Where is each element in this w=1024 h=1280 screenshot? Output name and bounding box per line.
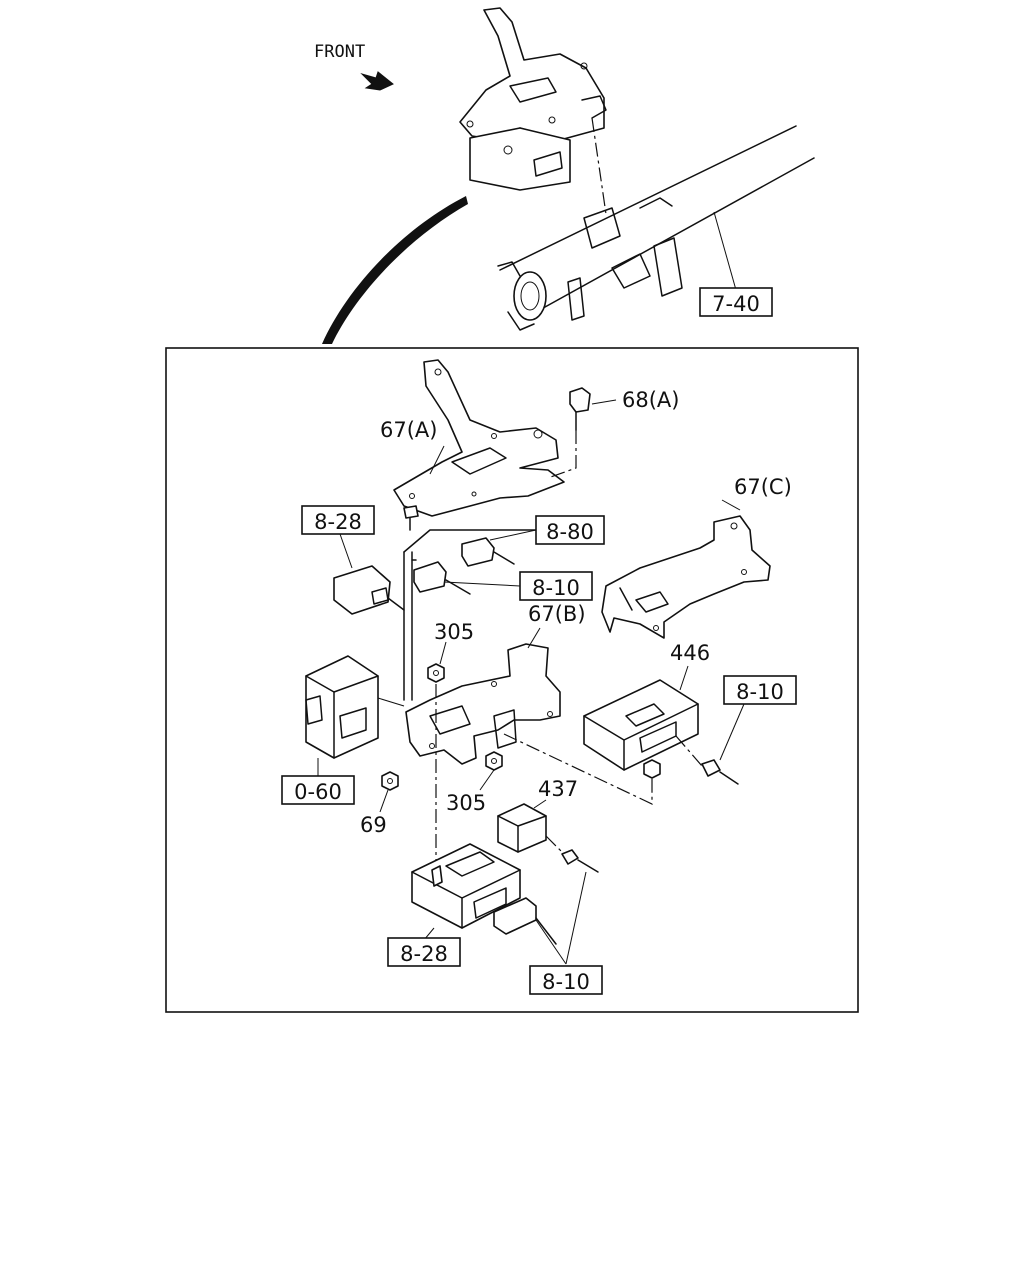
ref-box-0-60 xyxy=(281,775,355,805)
ref-box-8-80 xyxy=(535,515,605,545)
cross-beam xyxy=(497,125,815,331)
callout-446: 446 xyxy=(670,641,710,665)
ref-box-7-40 xyxy=(699,287,773,317)
connector-437 xyxy=(561,849,599,873)
screw-69 xyxy=(381,771,399,791)
detail-pointer-arrow xyxy=(322,196,468,344)
bolt-68a xyxy=(547,387,591,479)
unit-8-28-bottom xyxy=(411,843,521,929)
unit-0-60 xyxy=(305,655,379,759)
screw-under-67a xyxy=(403,505,419,531)
nut-305-top xyxy=(427,663,445,683)
callout-305-top: 305 xyxy=(434,620,474,644)
callout-8-10-bottom: 8-10 xyxy=(542,970,590,994)
bracket-67a xyxy=(393,359,565,517)
callout-8-28-top: 8-28 xyxy=(314,510,362,534)
callout-8-80: 8-80 xyxy=(546,520,594,544)
callout-67a: 67(A) xyxy=(380,418,437,442)
callout-8-10-mid: 8-10 xyxy=(532,576,580,600)
connector-8-28-top xyxy=(333,565,405,615)
callout-68a: 68(A) xyxy=(622,388,679,412)
connector-8-10-right xyxy=(701,759,739,785)
ref-box-8-10-mid xyxy=(519,571,593,601)
overview-bracket-assembly xyxy=(459,7,607,191)
relay-437 xyxy=(497,803,547,853)
callout-67b: 67(B) xyxy=(528,602,586,626)
bracket-67b xyxy=(405,643,561,765)
front-arrow-icon xyxy=(360,71,394,91)
callout-7-40: 7-40 xyxy=(712,292,760,316)
connector-8-80 xyxy=(461,537,515,567)
callout-69: 69 xyxy=(360,813,387,837)
module-446 xyxy=(583,679,699,771)
ref-box-8-28-top xyxy=(301,505,375,535)
detail-frame xyxy=(165,347,859,1013)
ref-box-8-10-right xyxy=(723,675,797,705)
callout-8-28-bottom: 8-28 xyxy=(400,942,448,966)
callout-437: 437 xyxy=(538,777,578,801)
callout-67c: 67(C) xyxy=(734,475,792,499)
ref-box-8-10-bottom xyxy=(529,965,603,995)
callout-0-60: 0-60 xyxy=(294,780,342,804)
front-label: FRONT xyxy=(314,42,365,62)
bracket-67c xyxy=(601,515,771,639)
ref-box-8-28-bottom xyxy=(387,937,461,967)
nut-305-bottom xyxy=(485,751,503,771)
callout-305-bottom: 305 xyxy=(446,791,486,815)
connector-8-10-mid xyxy=(413,561,471,595)
callout-8-10-right: 8-10 xyxy=(736,680,784,704)
screw-446 xyxy=(643,759,661,779)
